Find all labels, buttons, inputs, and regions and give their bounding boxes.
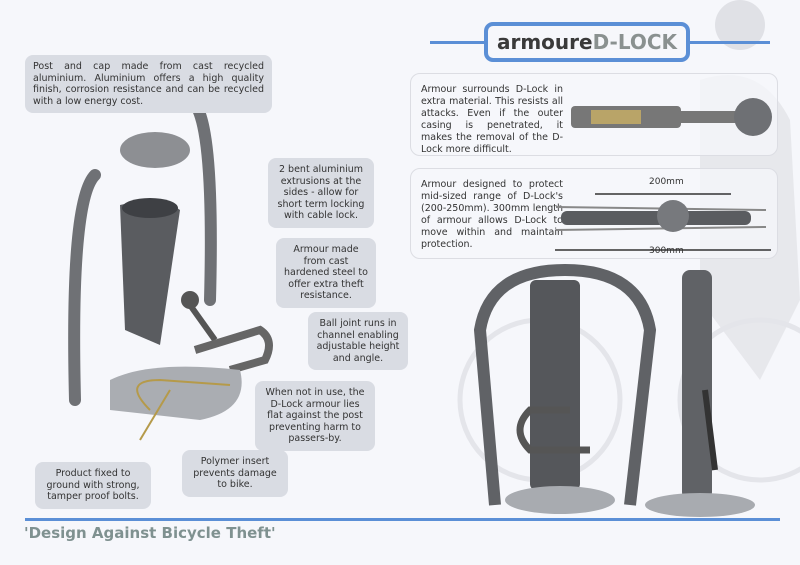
armour-section-illustration [571,98,772,136]
panel-armour-range: Armour designed to protect mid-sized ran… [410,168,778,259]
title-part1: armoure [496,30,593,54]
armour-dimension-illustration [555,193,771,251]
callout-not-in-use: When not in use, the D-Lock armour lies … [255,381,375,451]
dimension-200mm: 200mm [649,177,684,187]
tagline: 'Design Against Bicycle Theft' [24,524,276,542]
title-part2: D-LOCK [592,30,678,54]
callout-bent-extrusions: 2 bent aluminium extrusions at the sides… [268,158,374,228]
callout-ball-joint: Ball joint runs in channel enabling adju… [308,312,408,370]
callout-armour-steel: Armour made from cast hardened steel to … [276,238,376,308]
callout-ground-fixing: Product fixed to ground with strong, tam… [35,462,151,509]
brand-title: armoureD-LOCK [484,22,690,62]
footer-rule [25,518,780,521]
panel-range-text: Armour designed to protect mid-sized ran… [421,179,563,250]
dimension-300mm: 300mm [649,246,684,256]
panel-surround-text: Armour surrounds D-Lock in extra materia… [421,84,563,155]
callout-post-cap: Post and cap made from cast recycled alu… [25,55,272,113]
panel-armour-surround: Armour surrounds D-Lock in extra materia… [410,73,778,156]
callout-polymer-insert: Polymer insert prevents damage to bike. [182,450,288,497]
